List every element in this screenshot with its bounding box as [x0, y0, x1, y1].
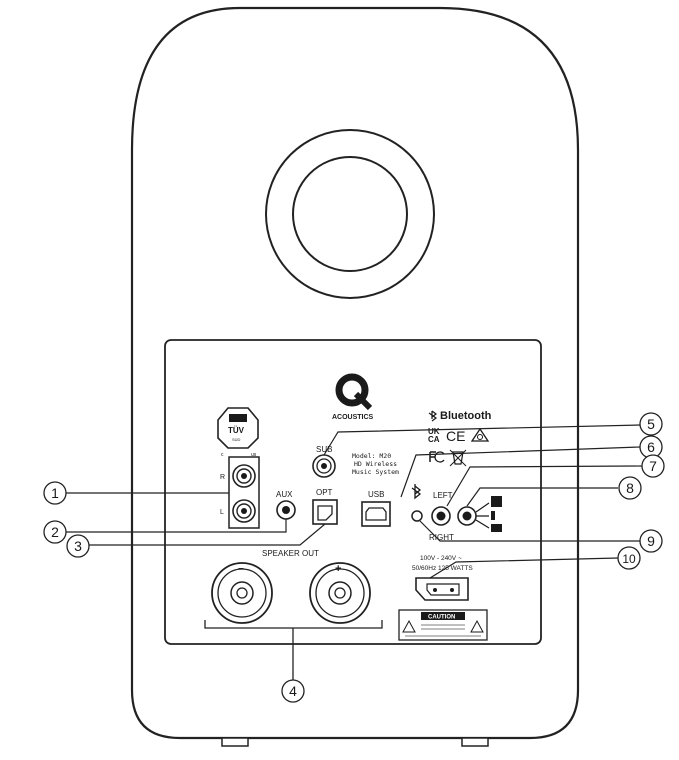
minus-symbol: − — [238, 564, 244, 575]
speaker-terminal-negative[interactable]: − — [211, 562, 273, 624]
svg-text:1: 1 — [51, 485, 59, 501]
power-rating-2: 50/60Hz 125 WATTS — [412, 565, 473, 572]
callout-5: 5 — [639, 412, 663, 436]
svg-text:8: 8 — [626, 480, 634, 496]
rca-right-jack[interactable] — [232, 464, 256, 488]
callout-3: 3 — [66, 534, 90, 558]
svg-text:SÜD: SÜD — [232, 437, 241, 442]
callout-7: 7 — [641, 454, 665, 478]
aux-label: AUX — [276, 490, 293, 499]
svg-text:7: 7 — [649, 458, 657, 474]
callout-1: 1 — [43, 481, 67, 505]
rca-left-jack[interactable] — [232, 499, 256, 523]
opt-label: OPT — [316, 488, 333, 497]
usb-port[interactable] — [361, 501, 391, 527]
left-label: LEFT — [433, 491, 453, 500]
svg-text:2: 2 — [51, 524, 59, 540]
callout-leaders — [66, 424, 643, 579]
sub-jack[interactable] — [312, 454, 336, 478]
model-line-1: Model: M20 — [352, 452, 391, 460]
optical-input[interactable] — [312, 499, 338, 525]
svg-text:4: 4 — [289, 683, 297, 699]
plus-symbol: + — [335, 563, 341, 575]
callout-9: 9 — [639, 529, 663, 553]
foot-left — [221, 737, 249, 747]
callout-10: 10 — [617, 546, 641, 570]
svg-text:3: 3 — [74, 538, 82, 554]
bluetooth-icon — [411, 484, 422, 500]
aux-jack[interactable] — [276, 500, 296, 520]
model-line-2: HD Wireless — [354, 460, 397, 468]
foot-right — [461, 737, 489, 747]
mode-switch[interactable] — [457, 506, 477, 526]
svg-text:TÜV: TÜV — [228, 426, 245, 435]
callout-8: 8 — [618, 476, 642, 500]
right-label: RIGHT — [429, 533, 454, 542]
rcm-icon — [470, 427, 490, 442]
callout-4: 4 — [281, 679, 305, 703]
svg-text:CAUTION: CAUTION — [428, 615, 455, 621]
power-rating-1: 100V - 240V ~ — [420, 555, 462, 562]
bluetooth-logo: Bluetooth — [428, 410, 492, 422]
caution-label: CAUTION — [398, 609, 488, 641]
model-line-3: Music System — [352, 468, 399, 476]
svg-text:c: c — [221, 452, 224, 458]
tuv-certification: TÜV SÜD c us — [217, 407, 259, 458]
power-inlet[interactable] — [415, 577, 469, 601]
svg-text:5: 5 — [647, 416, 655, 432]
q-acoustics-logo: ACOUSTICS — [332, 373, 374, 421]
speaker-out-bracket — [204, 620, 383, 680]
ukca-top: UK — [428, 427, 440, 436]
svg-text:10: 10 — [622, 552, 636, 566]
bluetooth-pair-button[interactable] — [411, 510, 423, 522]
svg-text:9: 9 — [647, 533, 655, 549]
ce-mark: CE — [446, 428, 465, 444]
brand-name: ACOUSTICS — [332, 414, 374, 421]
speaker-terminal-positive[interactable]: + — [309, 562, 371, 624]
svg-text:6: 6 — [647, 439, 655, 455]
svg-text:us: us — [251, 452, 257, 458]
left-right-switch[interactable] — [431, 506, 451, 526]
svg-text:Bluetooth: Bluetooth — [440, 410, 492, 422]
mode-level-icons — [475, 496, 502, 532]
rca-r-label: R — [220, 474, 225, 481]
ukca-bottom: CA — [428, 435, 440, 444]
weee-bin-icon — [449, 449, 467, 467]
rca-l-label: L — [220, 509, 224, 516]
callout-2: 2 — [43, 520, 67, 544]
sub-label: SUB — [316, 445, 332, 454]
speaker-out-label: SPEAKER OUT — [262, 549, 319, 558]
fcc-icon — [429, 451, 445, 463]
usb-label: USB — [368, 490, 384, 499]
bass-port-inner — [292, 156, 408, 272]
